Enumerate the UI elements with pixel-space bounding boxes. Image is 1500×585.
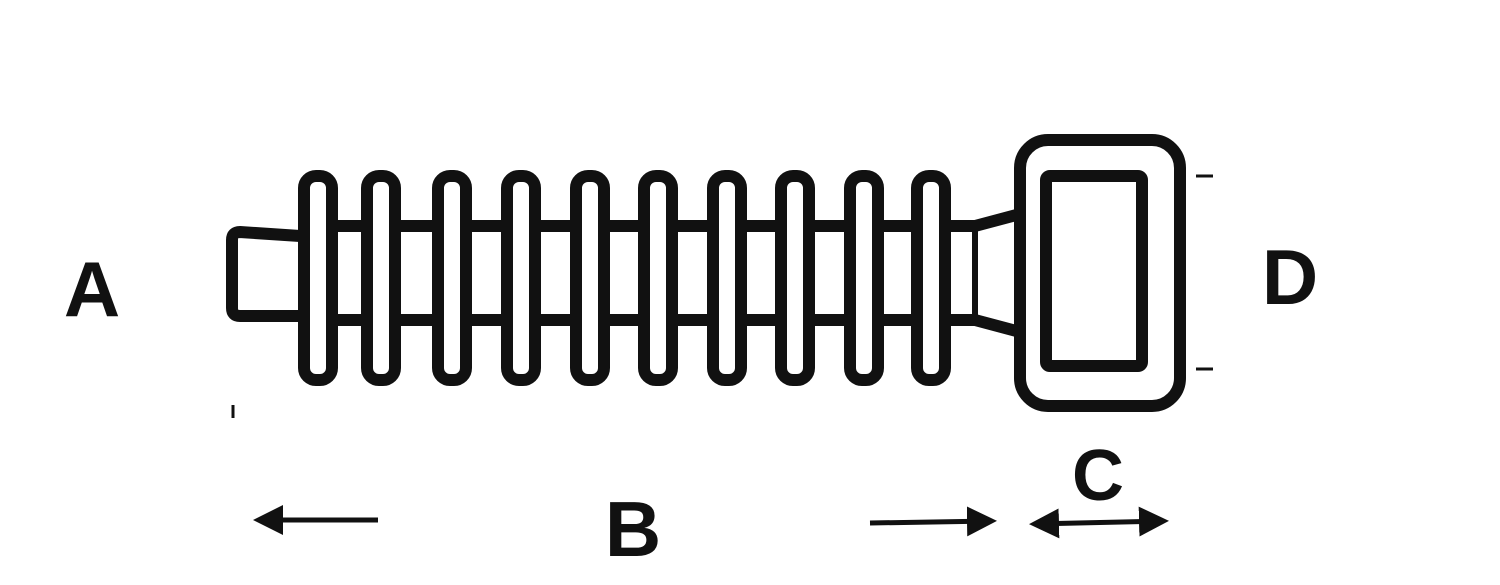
head-slot: [1040, 170, 1148, 372]
label-b: B: [605, 485, 661, 573]
dimension-ticks: [231, 174, 1213, 418]
arrow-c-double: [1029, 506, 1169, 539]
rib: [432, 170, 472, 386]
label-c: C: [1072, 436, 1124, 516]
arrow-b-right: [869, 506, 997, 537]
ribs: [298, 170, 951, 386]
rib: [361, 170, 401, 386]
rib: [844, 170, 884, 386]
rib: [570, 170, 610, 386]
fastener-body: [226, 134, 1186, 412]
rib: [638, 170, 678, 386]
rib: [775, 170, 815, 386]
rib: [707, 170, 747, 386]
rib: [298, 170, 338, 386]
rib: [501, 170, 541, 386]
fastener-tip: [226, 226, 301, 322]
label-d: D: [1262, 233, 1318, 321]
rib: [911, 170, 951, 386]
label-a: A: [64, 245, 120, 333]
